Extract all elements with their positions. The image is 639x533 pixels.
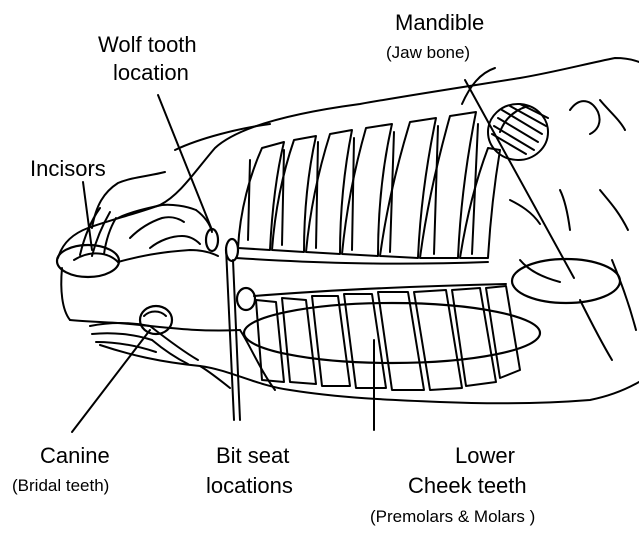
incisors-ellipse [57,245,119,277]
cheek-teeth-ellipse [244,303,540,363]
mandible-ellipse [512,259,620,303]
skull-outline [58,58,639,403]
wolf-tooth-label-line2: location [113,62,189,84]
wolf-tooth-label-line1: Wolf tooth [98,34,197,56]
canine-label: Canine [40,445,110,467]
mandible-label: Mandible [395,12,484,34]
canine-leader [72,330,150,432]
incisors-label: Incisors [30,158,106,180]
bit-seat-label-line1: Bit seat [216,445,289,467]
upper-front-jaw [118,205,218,262]
upper-cheek-teeth [236,112,500,264]
upper-incisors [74,208,118,262]
cheek-teeth-sublabel: (Premolars & Molars ) [370,508,535,525]
lower-label: Lower [455,445,515,467]
wolf-tooth-circle-2 [226,239,238,261]
bit-seat-label-line2: locations [206,475,293,497]
cheek-teeth-label: Cheek teeth [408,475,527,497]
mandible-sublabel: (Jaw bone) [386,44,470,61]
canine-sublabel: (Bridal teeth) [12,477,109,494]
lower-cheek-teeth [254,284,520,390]
bit-seat-leader-2 [233,260,240,420]
eye-socket [488,104,548,160]
bit-seat-lower-circle [237,288,255,310]
